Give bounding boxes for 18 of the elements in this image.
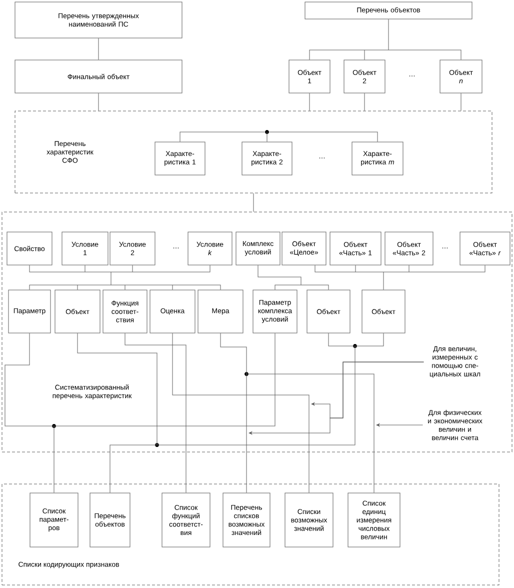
connector-line bbox=[253, 193, 254, 212]
connector-line bbox=[29, 265, 221, 290]
connector-line bbox=[98, 93, 99, 111]
connector-line bbox=[4, 333, 276, 493]
connector-line bbox=[220, 333, 374, 493]
connector-line bbox=[314, 265, 486, 290]
connector-line bbox=[180, 132, 378, 142]
connector-line bbox=[172, 333, 310, 493]
connector-line bbox=[77, 333, 384, 493]
connector-line bbox=[258, 265, 329, 290]
connector-line bbox=[124, 333, 186, 493]
connector-line bbox=[309, 93, 310, 111]
connector-line bbox=[98, 38, 99, 60]
arrow bbox=[248, 362, 424, 434]
connector-line bbox=[460, 93, 462, 111]
arrow bbox=[376, 424, 423, 426]
connector-line bbox=[309, 19, 462, 60]
connector-line bbox=[364, 93, 365, 111]
